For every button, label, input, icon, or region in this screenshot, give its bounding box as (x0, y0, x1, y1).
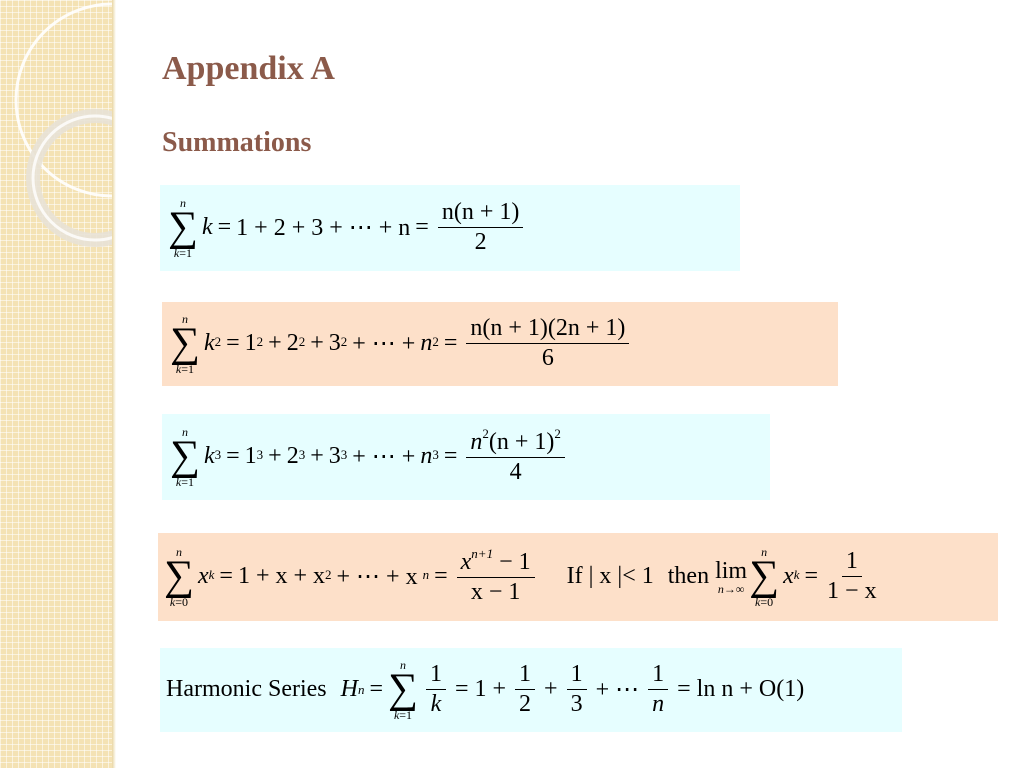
summation-symbol: n ∑ k=1 (168, 196, 198, 260)
fraction: 1 n (648, 662, 669, 717)
fraction: 1 k (425, 662, 446, 717)
fraction: 1 3 (566, 662, 587, 717)
fraction: xn+1 − 1 x − 1 (456, 546, 535, 605)
fraction: 1 2 (515, 662, 536, 717)
summation-symbol: n ∑ k=1 (170, 312, 200, 376)
condition-text: If | x |< 1 (566, 563, 654, 590)
decorative-rings (14, 2, 112, 247)
fraction: n(n + 1) 2 (437, 200, 524, 255)
slide-title: Appendix A (162, 50, 335, 87)
series: 1 + 2 + 3 + ⋯ + n (236, 215, 411, 242)
summation-symbol: n ∑ k=1 (388, 658, 418, 722)
summation-symbol: n ∑ k=0 (749, 545, 780, 609)
strip-edge (112, 0, 116, 768)
decorative-side-strip (0, 0, 112, 768)
fraction: 1 1 − x (827, 548, 877, 605)
slide-subtitle: Summations (162, 127, 312, 158)
limit-operator: lim n→∞ (715, 557, 748, 596)
fraction: n(n + 1)(2n + 1) 6 (466, 316, 630, 371)
fraction: n2(n + 1)2 4 (466, 426, 565, 485)
harmonic-series-label: Harmonic Series (166, 676, 327, 703)
formula-sum-k: n ∑ k=1 k = 1 + 2 + 3 + ⋯ + n = n(n + 1)… (160, 185, 740, 271)
summation-symbol: n ∑ k=1 (170, 425, 200, 489)
summation-symbol: n ∑ k=0 (164, 545, 194, 609)
